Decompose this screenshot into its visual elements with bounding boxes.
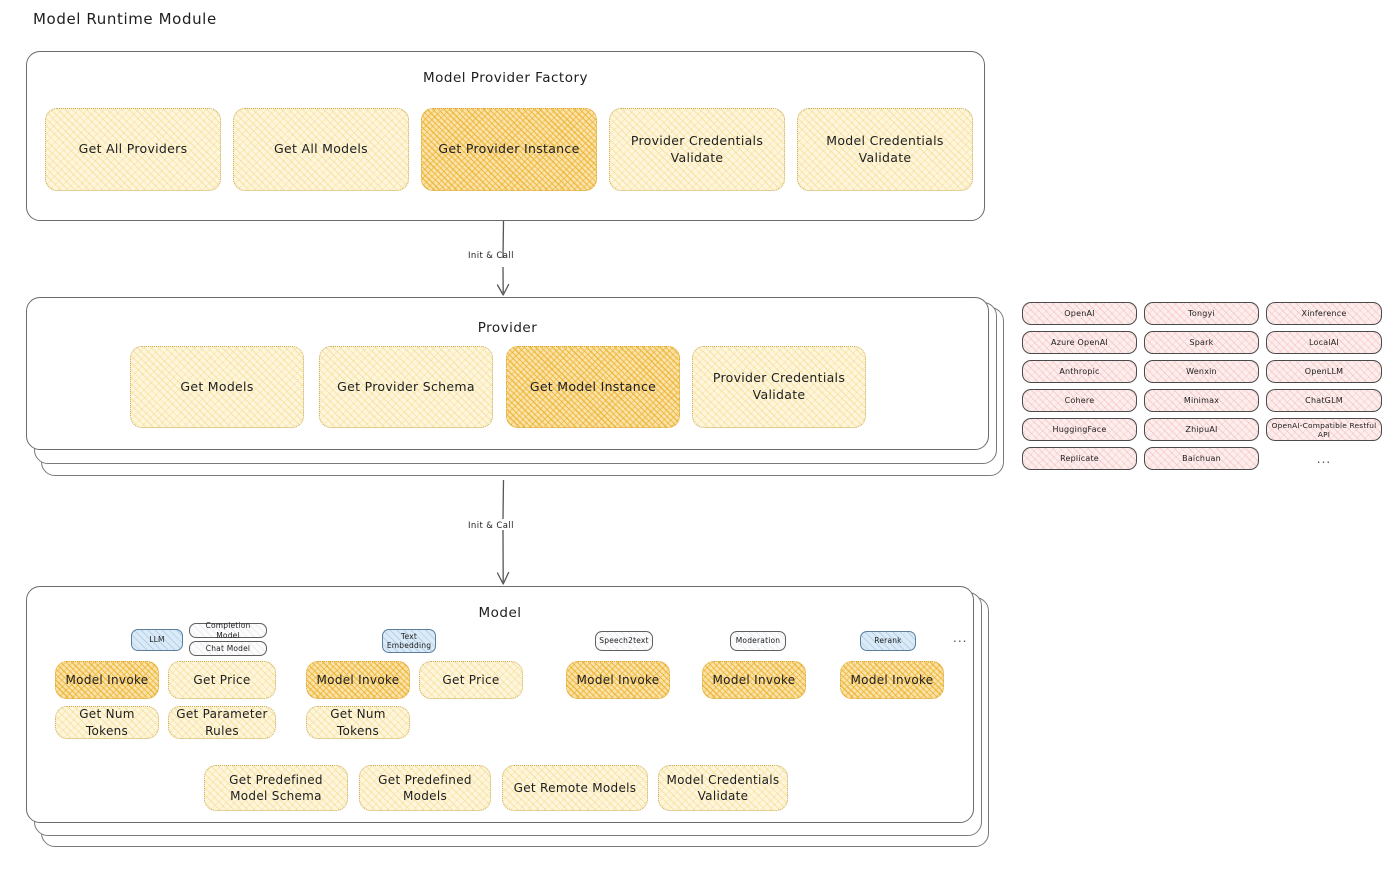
model-rerank-fn-model-invoke[interactable]: Model Invoke	[840, 661, 944, 699]
arrow-factory-to-provider-label: Init & Call	[468, 251, 514, 261]
provider-chip-more: ...	[1316, 451, 1332, 466]
provider-chip-tongyi[interactable]: Tongyi	[1144, 302, 1259, 325]
model-moderation-fn-model-invoke[interactable]: Model Invoke	[702, 661, 806, 699]
model-subtag-completion-model[interactable]: Completion Model	[189, 621, 267, 640]
model-types-more-mark: ...	[953, 631, 968, 645]
provider-fn-get-provider-schema[interactable]: Get Provider Schema	[319, 346, 493, 428]
model-common-fn-get-predefined-model-schema[interactable]: Get Predefined Model Schema	[204, 765, 348, 811]
model-type-tag-text-embedding[interactable]: Text Embedding	[382, 629, 436, 653]
model-subtag-chat-model[interactable]: Chat Model	[189, 641, 267, 656]
model-type-tag-rerank[interactable]: Rerank	[860, 631, 916, 651]
provider-chip-spark[interactable]: Spark	[1144, 331, 1259, 354]
model-text-embedding-fn-get-num-tokens[interactable]: Get Num Tokens	[306, 706, 410, 739]
provider-chip-baichuan[interactable]: Baichuan	[1144, 447, 1259, 470]
model-text-embedding-fn-model-invoke[interactable]: Model Invoke	[306, 661, 410, 699]
provider-chip-replicate[interactable]: Replicate	[1022, 447, 1137, 470]
model-llm-fn-get-num-tokens[interactable]: Get Num Tokens	[55, 706, 159, 739]
page-title: Model Runtime Module	[33, 10, 217, 28]
model-title: Model	[478, 605, 522, 621]
provider-chip-anthropic[interactable]: Anthropic	[1022, 360, 1137, 383]
factory-fn-get-all-models[interactable]: Get All Models	[233, 108, 409, 191]
factory-fn-model-credentials-validate[interactable]: Model Credentials Validate	[797, 108, 973, 191]
arrow-factory-to-provider: Init & Call	[468, 220, 580, 299]
arrow-provider-to-model: Init & Call	[468, 479, 580, 588]
factory-fn-get-provider-instance[interactable]: Get Provider Instance	[421, 108, 597, 191]
provider-fn-get-models[interactable]: Get Models	[130, 346, 304, 428]
provider-chip-zhipuai[interactable]: ZhipuAI	[1144, 418, 1259, 441]
provider-chip-minimax[interactable]: Minimax	[1144, 389, 1259, 412]
provider-chip-openllm[interactable]: OpenLLM	[1266, 360, 1382, 383]
model-common-fn-get-predefined-models[interactable]: Get Predefined Models	[359, 765, 491, 811]
provider-container: Provider Get Models Get Provider Schema …	[26, 297, 989, 450]
provider-fn-provider-credentials-validate[interactable]: Provider Credentials Validate	[692, 346, 866, 428]
provider-title: Provider	[477, 320, 538, 336]
model-common-fn-get-remote-models[interactable]: Get Remote Models	[502, 765, 648, 811]
provider-chip-list: OpenAI Azure OpenAI Anthropic Cohere Hug…	[1022, 300, 1382, 476]
provider-chip-cohere[interactable]: Cohere	[1022, 389, 1137, 412]
model-provider-factory-container: Model Provider Factory Get All Providers…	[26, 51, 985, 221]
model-speech2text-fn-model-invoke[interactable]: Model Invoke	[566, 661, 670, 699]
provider-chip-xinference[interactable]: Xinference	[1266, 302, 1382, 325]
factory-fn-provider-credentials-validate[interactable]: Provider Credentials Validate	[609, 108, 785, 191]
model-type-tag-speech2text[interactable]: Speech2text	[595, 631, 653, 651]
model-llm-fn-get-parameter-rules[interactable]: Get Parameter Rules	[168, 706, 276, 739]
model-llm-fn-get-price[interactable]: Get Price	[168, 661, 276, 699]
arrow-provider-to-model-label: Init & Call	[468, 521, 514, 531]
model-container: Model LLM Completion Model Chat Model Mo…	[26, 586, 974, 823]
provider-chip-chatglm[interactable]: ChatGLM	[1266, 389, 1382, 412]
provider-chip-openai[interactable]: OpenAI	[1022, 302, 1137, 325]
provider-chip-wenxin[interactable]: Wenxin	[1144, 360, 1259, 383]
model-text-embedding-fn-get-price[interactable]: Get Price	[419, 661, 523, 699]
model-type-tag-llm[interactable]: LLM	[131, 629, 183, 651]
model-provider-factory-title: Model Provider Factory	[422, 70, 588, 86]
provider-chip-azure-openai[interactable]: Azure OpenAI	[1022, 331, 1137, 354]
provider-chip-openai-compatible-restful-api[interactable]: OpenAI-Compatible Restful API	[1266, 418, 1382, 441]
model-type-tag-moderation[interactable]: Moderation	[730, 631, 786, 651]
provider-chip-localai[interactable]: LocalAI	[1266, 331, 1382, 354]
arrow-provider-to-model-icon	[496, 479, 510, 585]
provider-fn-get-model-instance[interactable]: Get Model Instance	[506, 346, 680, 428]
model-llm-fn-model-invoke[interactable]: Model Invoke	[55, 661, 159, 699]
factory-fn-get-all-providers[interactable]: Get All Providers	[45, 108, 221, 191]
arrow-factory-to-provider-icon	[496, 220, 510, 296]
provider-chip-huggingface[interactable]: HuggingFace	[1022, 418, 1137, 441]
model-common-fn-model-credentials-validate[interactable]: Model Credentials Validate	[658, 765, 788, 811]
